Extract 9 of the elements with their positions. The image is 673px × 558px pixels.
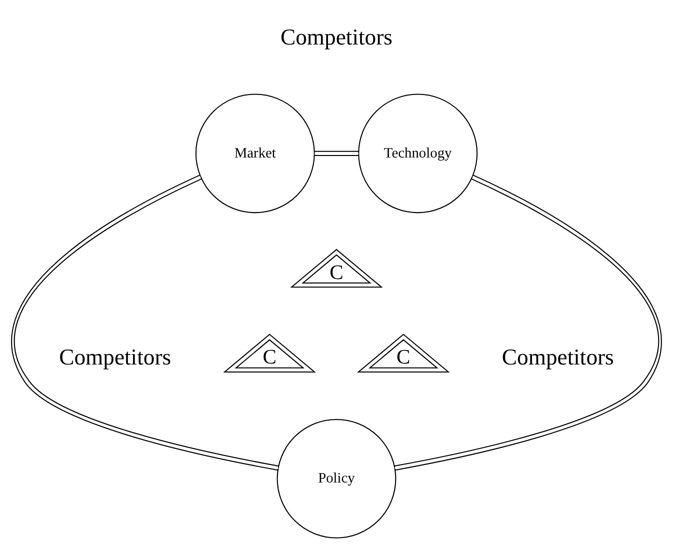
node-circle: Technology bbox=[358, 94, 478, 214]
label: Competitors bbox=[502, 344, 614, 370]
connector bbox=[314, 150, 359, 156]
connector bbox=[394, 174, 662, 471]
node-circle: Market bbox=[195, 94, 315, 214]
connector bbox=[11, 174, 279, 471]
node-circle: Policy bbox=[276, 418, 396, 538]
label: Competitors bbox=[280, 24, 392, 50]
label: Competitors bbox=[59, 344, 172, 370]
